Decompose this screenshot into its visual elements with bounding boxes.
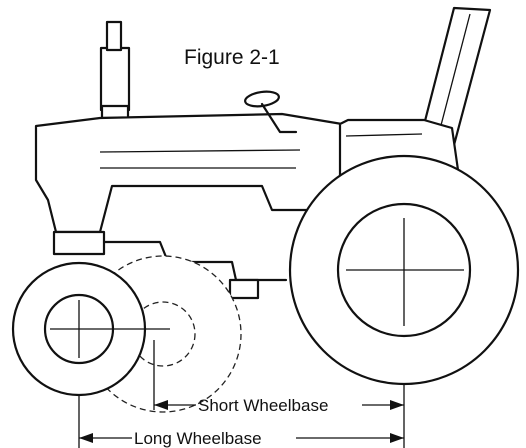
figure-title: Figure 2-1 bbox=[184, 46, 280, 69]
lower-chassis bbox=[102, 240, 288, 300]
front-grille bbox=[52, 230, 106, 256]
steering-wheel bbox=[244, 90, 298, 134]
arrowhead-right-icon bbox=[390, 400, 404, 410]
long-wheelbase-label: Long Wheelbase bbox=[134, 429, 262, 448]
exhaust-stack bbox=[99, 20, 131, 120]
rear-wheel bbox=[288, 154, 520, 386]
arrowhead-right-icon bbox=[390, 433, 404, 443]
front-wheel bbox=[11, 261, 170, 397]
dimension-extension-lines bbox=[78, 340, 405, 448]
short-wheelbase-dimension: Short Wheelbase bbox=[154, 396, 404, 415]
arrowhead-left-icon bbox=[154, 400, 168, 410]
arrowhead-left-icon bbox=[79, 433, 93, 443]
tractor-hood bbox=[34, 112, 344, 234]
long-wheelbase-dimension: Long Wheelbase bbox=[79, 429, 404, 448]
short-wheelbase-label: Short Wheelbase bbox=[198, 396, 328, 415]
